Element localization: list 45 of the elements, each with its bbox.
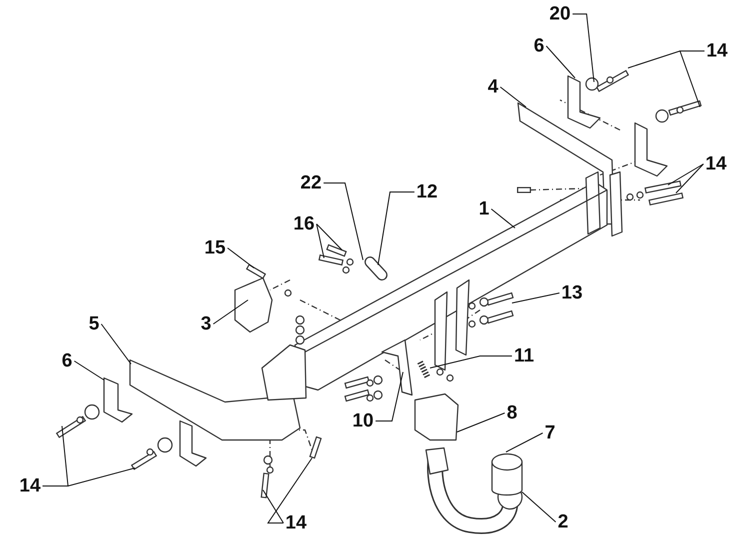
callout-number: 14 (285, 514, 307, 532)
leader-line (316, 224, 324, 258)
callout-number: 15 (204, 238, 226, 258)
callout-number: 6 (62, 352, 72, 370)
leader-line (506, 432, 544, 452)
leader-line (100, 324, 132, 364)
leader-line (500, 86, 526, 108)
leader-line (42, 468, 136, 486)
leader-line (430, 356, 512, 368)
leader-line (456, 412, 506, 432)
callout-number: 5 (88, 314, 100, 334)
callout-number: 10 (352, 412, 374, 430)
leader-line (267, 458, 312, 524)
leader-line (378, 192, 415, 266)
leader-line (490, 208, 516, 228)
callout-number: 12 (416, 182, 438, 202)
callout-number: 14 (706, 42, 728, 60)
leader-line (679, 50, 705, 108)
leader-line (212, 300, 248, 324)
callout-number: 14 (705, 154, 727, 174)
callout-number: 22 (300, 174, 322, 192)
leader-line (546, 46, 576, 78)
callout-number: 14 (19, 476, 41, 496)
callout-number: 2 (558, 512, 568, 532)
callout-number: 16 (293, 214, 315, 234)
callout-number: 7 (544, 424, 556, 442)
callout-number: 8 (506, 404, 518, 422)
leader-line (512, 292, 560, 304)
callout-number: 1 (478, 200, 490, 218)
leader-line (676, 164, 704, 194)
callout-number: 13 (561, 284, 583, 302)
leader-line (262, 490, 284, 524)
leader-line (227, 248, 254, 268)
callout-number: 3 (200, 314, 212, 334)
callout-number: 11 (514, 346, 534, 366)
callout-number: 4 (488, 78, 498, 96)
leader-line (668, 164, 704, 186)
leader-line (572, 14, 594, 82)
leader-line (375, 372, 404, 422)
leader-line (316, 224, 342, 250)
leader-line (74, 360, 104, 380)
leader-line (323, 182, 364, 260)
callout-number: 6 (534, 36, 544, 56)
callout-number: 20 (549, 4, 571, 24)
leader-line (522, 492, 556, 522)
